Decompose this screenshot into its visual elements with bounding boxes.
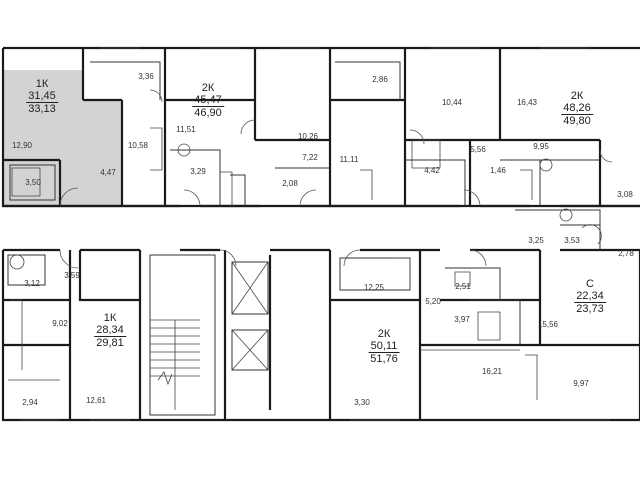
apartment-total-area: 33,13 [28,103,56,115]
apartment-label-2k-a: 2К 45,47 46,90 [192,82,224,119]
partitions-top [3,48,602,206]
room-area: 10,26 [297,132,319,141]
highlighted-apartment-fill [3,70,122,206]
apartment-type: 2К [570,90,584,102]
elevator-2-cross [231,329,269,371]
room-area: 2,86 [372,75,388,84]
room-area: 4,47 [100,168,116,177]
room-area: 7,22 [302,153,318,162]
room-area: 9,95 [533,142,549,151]
room-area: 10,58 [127,141,149,150]
apartment-living-area: 22,34 [574,290,606,303]
room-area: 5,56 [470,145,486,154]
apartment-total-area: 23,73 [576,303,604,315]
room-area: 9,02 [52,319,68,328]
room-area: 3,25 [528,236,544,245]
stair-arrow [157,371,173,386]
room-area: 3,53 [564,236,580,245]
room-area: 3,30 [354,398,370,407]
apartment-type: 2К [377,328,391,340]
room-area: 5,20 [425,297,441,306]
apartment-type: 1К [103,312,117,324]
room-area: 16,21 [481,367,503,376]
room-area: 2,51 [455,282,471,291]
room-area: 2,94 [22,398,38,407]
apartment-label-1k-bottom: 1К 28,34 29,81 [94,312,126,349]
room-outlines-top [9,61,600,206]
partitions-bottom [3,250,640,420]
apartment-label-studio: С 22,34 23,73 [574,278,606,315]
room-area: 3,50 [25,178,41,187]
room-area: 12,25 [363,283,385,292]
apartment-label-2k-c: 2К 50,11 51,76 [368,328,400,365]
room-area: 3,12 [24,279,40,288]
window-marks [20,47,610,421]
room-area: 3,59 [64,271,80,280]
room-area: 2,78 [618,249,634,258]
room-area: 12,90 [11,141,33,150]
kitchen-counters [8,127,538,400]
outer-wall-bottom [1,250,640,422]
room-area: 2,08 [282,179,298,188]
apartment-total-area: 29,81 [96,337,124,349]
apartment-living-area: 50,11 [368,340,400,353]
bath-fixtures [9,139,602,341]
apartment-total-area: 46,90 [194,107,222,119]
room-area: 9,97 [573,379,589,388]
apartment-living-area: 31,45 [26,90,58,103]
apartment-living-area: 28,34 [94,324,126,337]
room-area: 12,61 [85,396,107,405]
apartment-type: С [586,278,594,290]
room-area: 3,08 [617,190,633,199]
room-area: 4,42 [424,166,440,175]
elevator-shaft-2 [231,329,269,371]
apartment-total-area: 49,80 [563,115,591,127]
room-area: 10,44 [441,98,463,107]
apartment-living-area: 48,26 [561,102,593,115]
room-area: 1,46 [490,166,506,175]
room-area: 16,43 [516,98,538,107]
room-area: 3,29 [190,167,206,176]
room-area: 3,36 [138,72,154,81]
room-area: 11,51 [176,125,196,134]
apartment-type: 1К [35,78,49,90]
room-area: 15,56 [537,320,559,329]
apartment-label-1k-top: 1К 31,45 33,13 [26,78,58,115]
apartment-living-area: 45,47 [192,94,224,107]
apartment-label-2k-b: 2К 48,26 49,80 [561,90,593,127]
door-swings [59,89,613,269]
room-area: 3,97 [454,315,470,324]
elevator-1-cross [231,261,269,315]
room-area: 11,11 [339,155,359,164]
elevator-shaft-1 [231,261,269,315]
room-outlines-bottom [7,209,601,416]
apartment-total-area: 51,76 [370,353,398,365]
stair-steps [150,319,200,410]
apartment-type: 2К [201,82,215,94]
